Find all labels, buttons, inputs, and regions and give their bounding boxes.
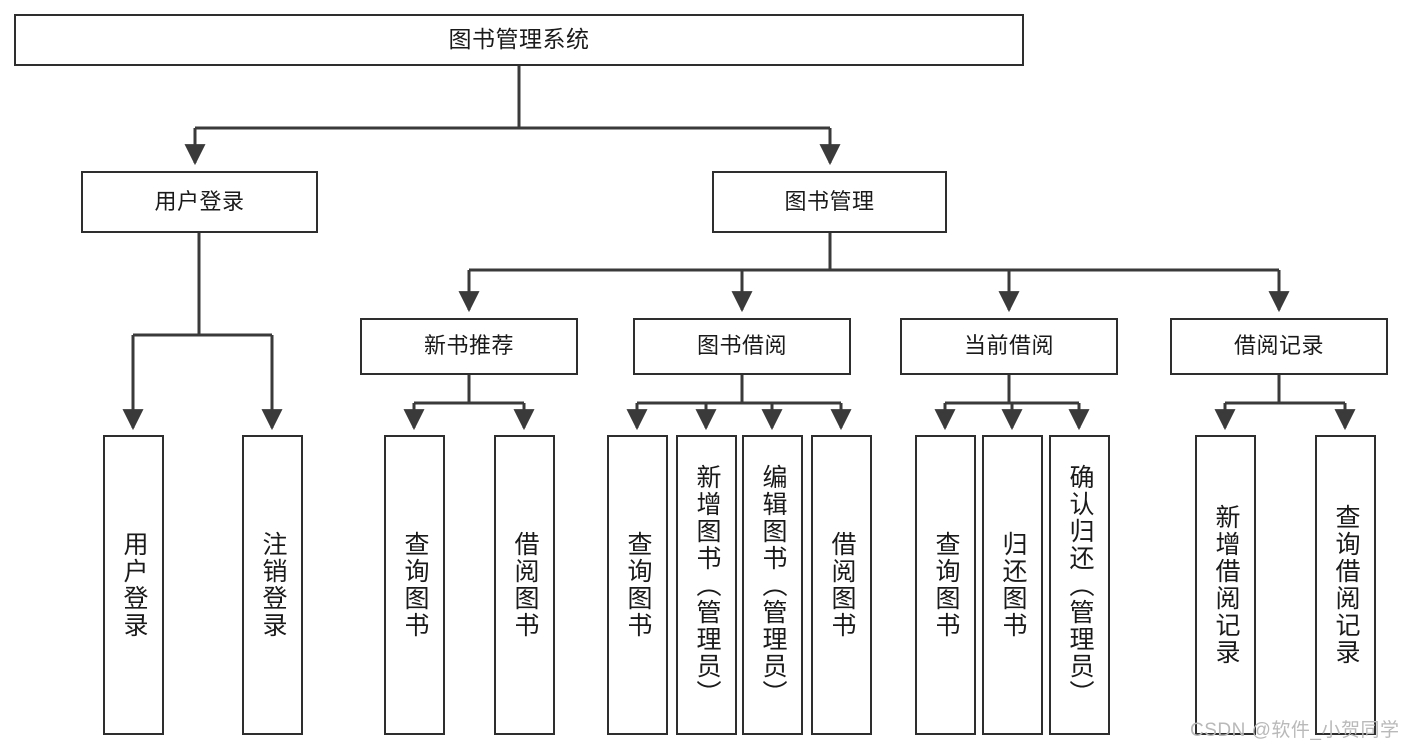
leaf-user-login[interactable]: 用户登录: [103, 435, 164, 735]
leaf-borrow-add-book-admin[interactable]: 新增图书（管理员）: [676, 435, 737, 735]
node-label: 确认归还（管理员）: [1066, 463, 1094, 707]
leaf-record-query[interactable]: 查询借阅记录: [1315, 435, 1376, 735]
node-label: 图书管理系统: [448, 26, 590, 53]
node-label: 查询图书: [401, 531, 429, 639]
node-label: 当前借阅: [963, 333, 1054, 359]
csdn-watermark: CSDN @软件_小贺同学: [1190, 720, 1400, 741]
node-label: 归还图书: [999, 531, 1027, 639]
node-label: 用户登录: [154, 188, 245, 214]
node-book-borrow[interactable]: 图书借阅: [633, 318, 851, 375]
node-label: 查询图书: [624, 531, 652, 639]
node-label: 图书借阅: [696, 333, 787, 359]
node-book-management[interactable]: 图书管理: [712, 171, 947, 233]
node-current-borrow[interactable]: 当前借阅: [900, 318, 1118, 375]
leaf-borrow-borrow-book[interactable]: 借阅图书: [811, 435, 872, 735]
leaf-logout[interactable]: 注销登录: [242, 435, 303, 735]
node-label: 查询借阅记录: [1332, 504, 1360, 666]
node-label: 借阅图书: [828, 531, 856, 639]
leaf-recommend-query-book[interactable]: 查询图书: [384, 435, 445, 735]
leaf-borrow-edit-book-admin[interactable]: 编辑图书（管理员）: [742, 435, 803, 735]
node-label: 借阅记录: [1233, 333, 1324, 359]
node-label: 新书推荐: [423, 333, 514, 359]
node-label: 新增借阅记录: [1212, 504, 1240, 666]
leaf-borrow-query-book[interactable]: 查询图书: [607, 435, 668, 735]
leaf-recommend-borrow-book[interactable]: 借阅图书: [494, 435, 555, 735]
node-label: 新增图书（管理员）: [693, 463, 721, 707]
node-label: 查询图书: [932, 531, 960, 639]
node-label: 借阅图书: [511, 531, 539, 639]
node-new-book-recommend[interactable]: 新书推荐: [360, 318, 578, 375]
leaf-current-confirm-return-admin[interactable]: 确认归还（管理员）: [1049, 435, 1110, 735]
node-label: 注销登录: [259, 531, 287, 639]
leaf-record-add[interactable]: 新增借阅记录: [1195, 435, 1256, 735]
node-label: 用户登录: [120, 531, 148, 639]
node-label: 编辑图书（管理员）: [759, 463, 787, 707]
leaf-current-return-book[interactable]: 归还图书: [982, 435, 1043, 735]
leaf-current-query-book[interactable]: 查询图书: [915, 435, 976, 735]
node-label: 图书管理: [784, 188, 875, 214]
node-borrow-record[interactable]: 借阅记录: [1170, 318, 1388, 375]
node-root-system[interactable]: 图书管理系统: [14, 14, 1024, 66]
node-user-login[interactable]: 用户登录: [81, 171, 318, 233]
